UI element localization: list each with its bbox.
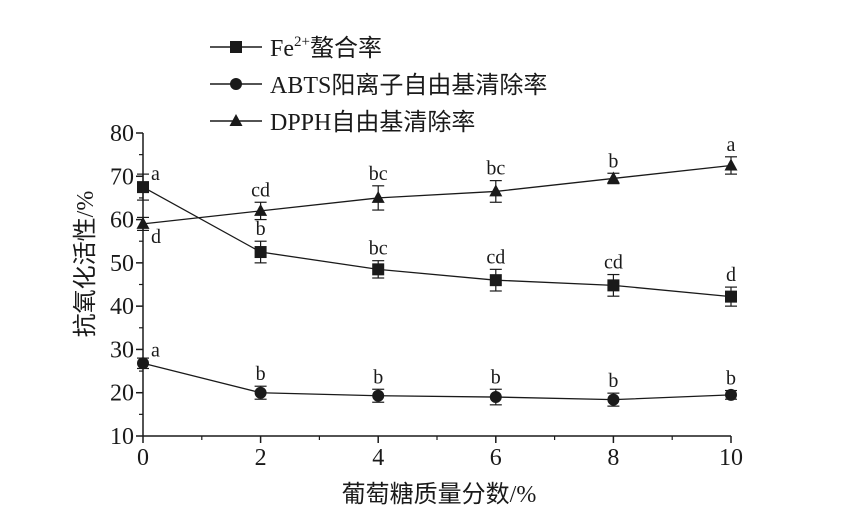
significance-label: a [151,163,160,185]
x-tick-label: 6 [490,445,502,471]
y-tick-label: 50 [110,251,134,277]
legend-item-fe-chelating: Fe2+螯合率 [210,34,382,62]
data-point [372,263,385,276]
legend-marker-abts-scavenging [230,78,242,90]
significance-label: b [608,150,618,172]
x-tick-label: 10 [719,445,743,471]
significance-label: b [726,368,736,390]
data-point [489,184,503,197]
significance-label: b [491,366,501,388]
data-point [371,190,385,203]
significance-label: a [727,134,736,156]
legend-marker-dpph-scavenging [229,114,243,126]
data-point [137,181,149,194]
data-point [607,279,620,292]
significance-label: d [726,264,736,286]
data-point [724,158,738,171]
y-tick-label: 60 [110,208,134,234]
significance-label: b [608,370,618,392]
y-tick-label: 10 [110,424,134,450]
series-line-abts-scavenging [142,362,732,401]
significance-label: a [151,339,160,361]
series-layer: a b bc cd cd d a b b b b b d cd bc bc b a [136,134,738,407]
data-point [725,388,737,401]
x-tick-label: 4 [372,445,384,471]
x-tick-label: 0 [137,445,149,471]
data-point [489,391,502,404]
axes: 10 20 30 40 50 60 70 80 0 2 4 6 8 10 [110,121,743,471]
legend-label-dpph-scavenging: DPPH自由基清除率 [270,109,475,136]
y-tick-label: 30 [110,337,134,363]
legend: Fe2+螯合率 ABTS阳离子自由基清除率 DPPH自由基清除率 [210,34,547,136]
data-point [725,290,737,303]
data-point [254,203,268,216]
legend-item-dpph-scavenging: DPPH自由基清除率 [210,109,475,136]
series-line-fe-chelating [142,186,732,298]
series-dpph-scavenging: d cd bc bc b a [136,134,738,248]
legend-label-fe-chelating: Fe2+螯合率 [270,34,382,62]
data-point [606,171,620,184]
legend-item-abts-scavenging: ABTS阳离子自由基清除率 [210,72,547,99]
x-tick-label: 8 [607,445,619,471]
significance-label: cd [486,246,505,268]
data-point [489,274,502,287]
data-point [372,389,385,402]
legend-label-abts-scavenging: ABTS阳离子自由基清除率 [270,72,547,99]
data-point [254,246,267,259]
significance-label: b [256,218,266,240]
legend-marker-fe-chelating [230,41,242,53]
data-point [136,216,150,229]
significance-label: b [373,366,383,388]
significance-label: bc [486,158,505,180]
significance-label: bc [369,238,388,260]
x-tick-label: 2 [255,445,267,471]
significance-label: cd [604,252,623,274]
y-tick-label: 40 [110,294,134,320]
significance-label: d [151,226,161,248]
data-point [607,393,620,406]
significance-label: bc [369,163,388,185]
series-line-dpph-scavenging [142,164,732,225]
y-axis-title: 抗氧化活性/% [72,191,99,338]
y-tick-label: 80 [110,121,134,147]
series-fe-chelating: a b bc cd cd d [137,163,737,307]
y-tick-label: 20 [110,381,134,407]
series-abts-scavenging: a b b b b b [137,339,737,407]
x-axis-title: 葡萄糖质量分数/% [342,481,537,508]
data-point [137,357,149,370]
data-point [254,386,267,399]
significance-label: cd [251,179,270,201]
y-tick-label: 70 [110,164,134,190]
significance-label: b [256,363,266,385]
